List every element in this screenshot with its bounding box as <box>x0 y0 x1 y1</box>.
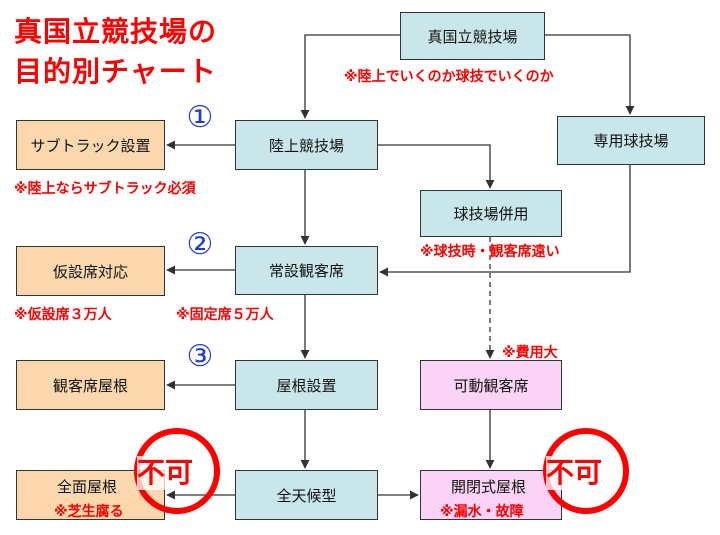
arrow-land-to-shared <box>378 144 495 189</box>
step-2-marker: ② <box>186 227 214 262</box>
node-movable-seats: 可動観客席 <box>420 360 562 410</box>
note-leak: ※漏水・故障 <box>440 504 524 520</box>
note-temp-30k: ※仮設席３万人 <box>14 307 112 323</box>
step-3-marker: ③ <box>186 339 214 374</box>
node-roof-stands: 観客席屋根 <box>16 360 165 410</box>
step-1-marker: ① <box>186 100 214 135</box>
note-fixed-50k: ※固定席５万人 <box>176 307 274 323</box>
note-ball-far: ※球技時・観客席遠い <box>420 244 560 260</box>
diagram-title-line2: 目的別チャート <box>14 55 217 88</box>
node-shared: 球技場併用 <box>420 190 562 237</box>
node-ball-only: 専用球技場 <box>557 116 705 165</box>
arrow-ball-only-to-permanent <box>379 165 631 277</box>
node-permanent-seats: 常設観客席 <box>235 246 378 295</box>
arrow-top-to-land <box>300 34 400 119</box>
node-retractable-roof: 開閉式屋根 <box>420 470 562 520</box>
node-roof-setup: 屋根設置 <box>235 360 378 410</box>
node-top: 真国立競技場 <box>400 12 545 60</box>
stamp-text-right: 不可 <box>546 456 603 490</box>
diagram-title-line1: 真国立競技場の <box>14 15 218 48</box>
note-turf: ※芝生腐る <box>54 504 124 520</box>
note-cost: ※費用大 <box>502 345 558 361</box>
stamp-text-left: 不可 <box>137 456 194 490</box>
arrow-top-to-ball-only <box>545 34 635 115</box>
node-temp-seats: 仮設席対応 <box>16 246 165 296</box>
note-subtrack: ※陸上ならサブトラック必須 <box>14 181 196 197</box>
node-all-weather: 全天候型 <box>235 470 378 520</box>
node-land: 陸上競技場 <box>235 120 378 170</box>
node-subtrack: サブトラック設置 <box>16 120 165 170</box>
note-land-or-ball: ※陸上でいくのか球技でいくのか <box>344 69 554 85</box>
